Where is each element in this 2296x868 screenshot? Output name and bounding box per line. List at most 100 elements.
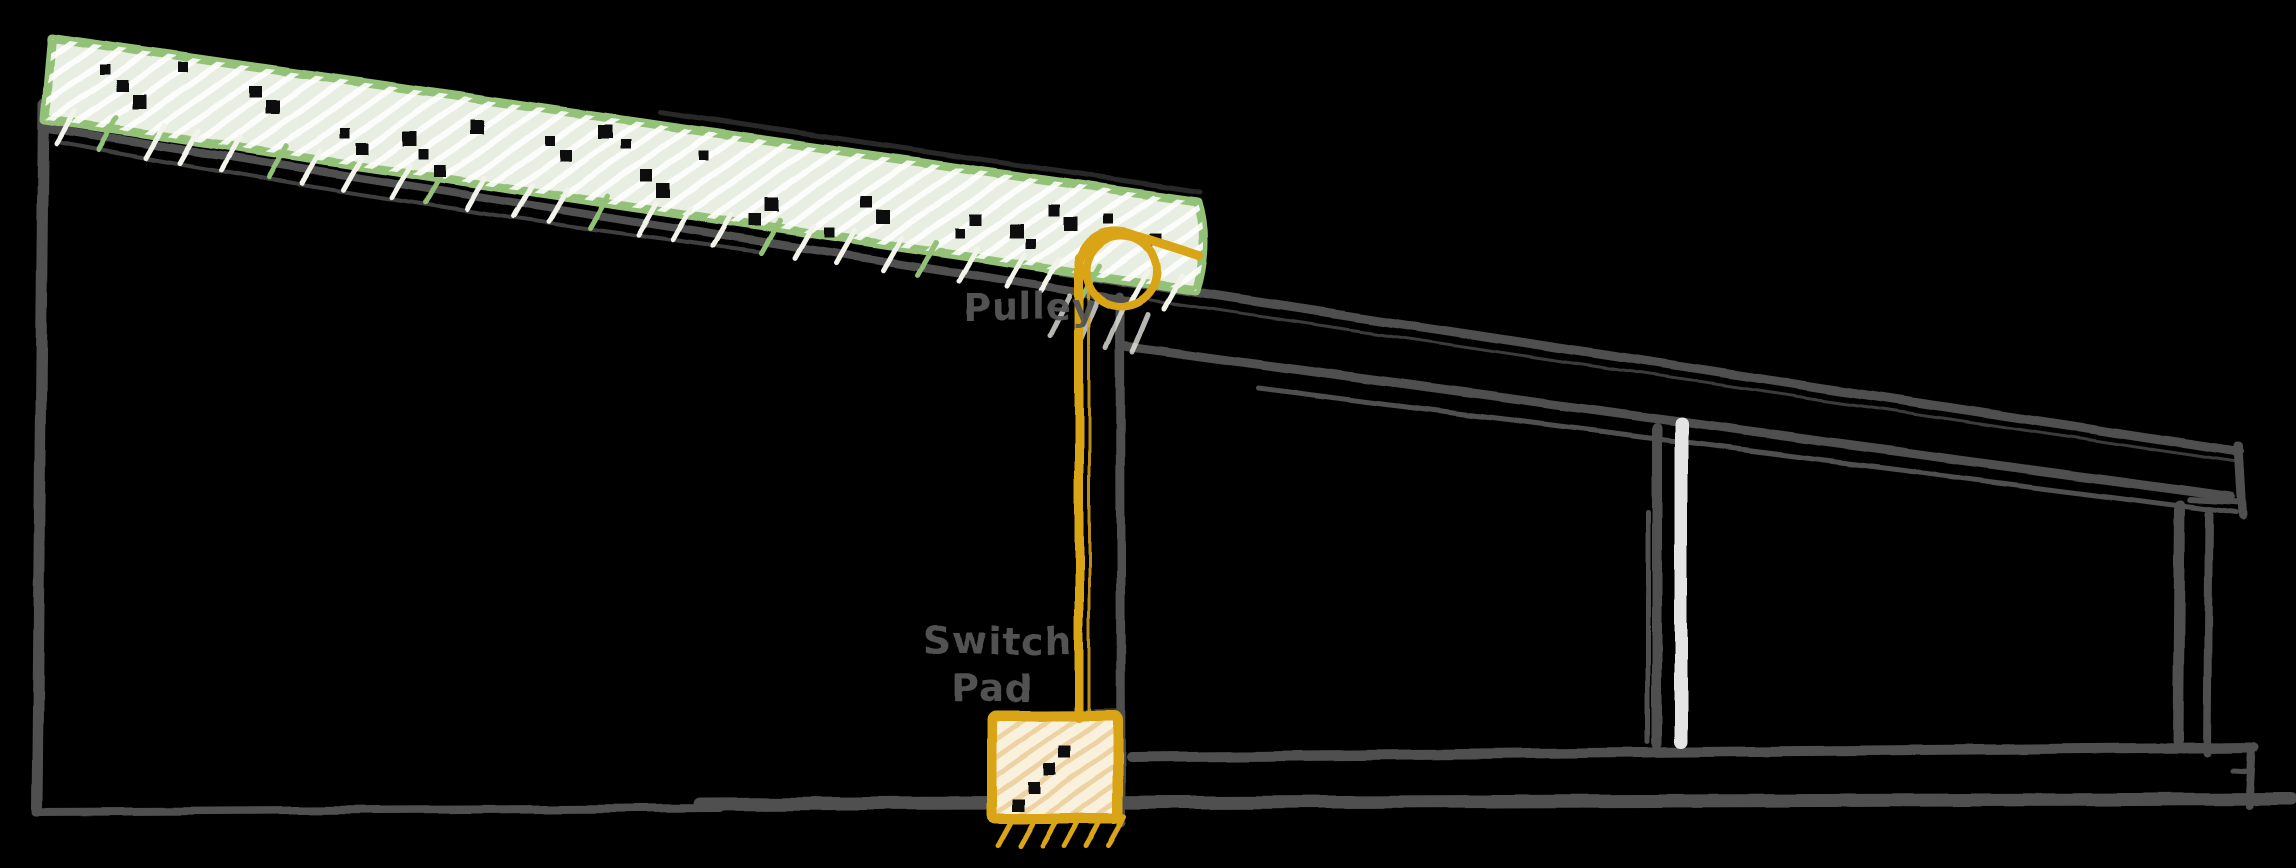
slab-speckle <box>418 149 428 159</box>
slab-edge-tick <box>389 162 413 200</box>
slab-edge-tick <box>710 211 734 249</box>
slab-edge-tick <box>266 143 290 181</box>
slab-edge-ticks <box>54 108 1185 311</box>
slab-edge-tick <box>95 115 119 153</box>
slab-speckle <box>970 213 982 225</box>
eave-streak <box>1103 303 1127 351</box>
slab-edge-tick <box>792 223 816 261</box>
pulley-label: Pulley <box>963 286 1097 329</box>
switch-pad-label-line1: Switch <box>923 619 1072 663</box>
slab-edge-tick <box>546 187 570 225</box>
pulley-wheel-inner-arc <box>1087 282 1153 309</box>
floor-slab-notch <box>2230 767 2255 774</box>
slab-edge-tick <box>956 246 980 284</box>
building-outline <box>31 98 2296 827</box>
ground-anchor-ticks <box>995 813 1127 848</box>
ground-anchor-tick <box>1105 813 1127 848</box>
ground-line-right <box>693 792 2296 811</box>
slab-edge-tick <box>341 155 365 193</box>
switch-pad-speckles <box>1012 746 1071 811</box>
labels: Pulley Switch Pad <box>923 286 1097 711</box>
right-wall-outer <box>2172 500 2186 746</box>
slab-edge-tick <box>833 229 857 267</box>
slab-edge-tick <box>464 174 488 212</box>
slab-speckle <box>656 184 670 198</box>
slab-edge-tick <box>881 235 905 273</box>
switch-pad <box>987 709 1127 848</box>
right-wall-inner <box>2203 510 2213 756</box>
slab-speckle <box>700 150 710 160</box>
slab-edge-tick <box>54 108 78 146</box>
ground-anchor-tick <box>995 813 1017 848</box>
pad-speckle <box>1012 799 1024 811</box>
slab-speckle <box>1048 204 1060 216</box>
slab-speckle <box>340 128 350 138</box>
slab-edge-tick <box>218 135 242 173</box>
slab-speckle <box>100 64 110 74</box>
slab-speckle <box>1104 214 1114 224</box>
slab-edge-tick <box>915 240 939 278</box>
slab-speckle <box>598 125 612 139</box>
eave-streak <box>1047 293 1073 339</box>
pad-speckle <box>1044 763 1056 775</box>
slab-edge-tick <box>1127 269 1151 307</box>
slab-top-shadow <box>657 109 1203 195</box>
green-roof-slab <box>40 33 1208 311</box>
roof-underside-shadow <box>44 124 1132 304</box>
drawing: Pulley Switch Pad <box>31 33 2296 848</box>
roof-bottom-chord-stroke2 <box>1255 385 2239 516</box>
slab-edge-tick <box>177 128 201 166</box>
switch-pad-label-line2: Pad <box>951 667 1034 711</box>
slab-speckle <box>266 100 280 114</box>
ground-anchor-tick <box>1061 813 1083 848</box>
slab-edge-tick <box>669 205 693 243</box>
pad-speckle <box>1059 746 1071 758</box>
slab-speckle <box>824 228 834 238</box>
pad-speckle <box>1028 781 1040 793</box>
roof-top-chord-shadow <box>1148 298 2240 464</box>
floor-slab-top <box>1126 742 2259 762</box>
slab-speckle <box>356 142 368 154</box>
slab-edge-tick <box>758 218 782 256</box>
slab-speckle <box>470 120 484 134</box>
slab-speckle <box>545 136 555 146</box>
slab-edge-tick <box>143 123 167 161</box>
roof-top-chord <box>1057 267 2245 457</box>
slab-speckle <box>955 228 965 238</box>
slab-speckle <box>116 80 128 92</box>
slab-speckle <box>250 86 262 98</box>
slab-edge-tick <box>587 193 611 231</box>
roof-shadow-stroke <box>58 140 762 254</box>
pulley-assembly <box>1074 226 1204 723</box>
slab-edge-tick <box>1161 273 1185 311</box>
slab-speckle <box>1010 224 1024 238</box>
left-wall-line <box>31 98 50 814</box>
slab-edge-tick <box>300 148 324 186</box>
floor-slab-edge <box>2245 744 2256 810</box>
slab-speckle <box>560 150 572 162</box>
slab-speckle <box>402 132 416 146</box>
slab-speckle <box>764 198 778 212</box>
slab-speckle <box>1064 217 1078 231</box>
fascia-bottom <box>2187 497 2244 506</box>
slab-edge-tick <box>1004 252 1028 290</box>
slab-speckle <box>748 214 760 226</box>
ground-line-left <box>32 804 724 816</box>
eave-streak <box>1129 311 1151 355</box>
slab-edge-tick <box>1038 257 1062 295</box>
slab-speckle <box>132 95 146 109</box>
ground-anchor-tick <box>1039 813 1061 848</box>
slab-speckle <box>640 170 652 182</box>
slab-speckles <box>100 62 1162 249</box>
slab-speckle <box>860 196 872 208</box>
ground-anchor-tick <box>1083 813 1105 848</box>
slab-speckle <box>178 62 188 72</box>
slab-speckle <box>1026 239 1036 249</box>
slab-speckle <box>434 165 446 177</box>
slab-speckle <box>620 140 630 150</box>
slab-hatch <box>45 38 1204 291</box>
ground-anchor-tick <box>1017 813 1039 848</box>
slab-edge-tick <box>635 200 659 238</box>
